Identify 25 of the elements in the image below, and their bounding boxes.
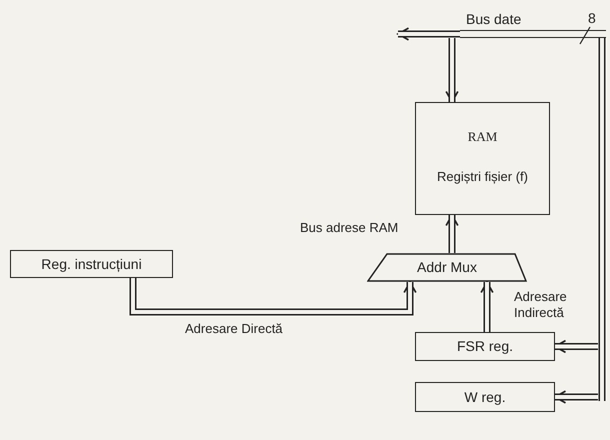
register-box <box>10 250 173 278</box>
bus-arrow <box>554 390 598 404</box>
bus-trunk <box>598 38 606 401</box>
register-box <box>415 382 555 412</box>
bus-label: Bus date <box>466 10 522 29</box>
bus-arrow <box>397 27 460 41</box>
mux-trapezoid <box>367 253 527 282</box>
bus-arrow <box>445 214 459 253</box>
memory-title: RAM <box>468 128 498 146</box>
edge-label: Adresare Directă <box>185 321 283 337</box>
node-label: FSR reg. <box>456 337 513 356</box>
bus-arrow <box>480 281 494 332</box>
edge-label: Adresare Indirectă <box>514 289 568 321</box>
bus-arrow <box>554 340 598 354</box>
bus-width-label: 8 <box>588 9 596 28</box>
node-label: Reg. instrucțiuni <box>41 254 142 274</box>
edge-label: Bus adrese RAM <box>300 220 398 236</box>
register-box <box>415 332 555 361</box>
node-label: Regiștri fișier (f) <box>436 168 528 186</box>
bus-arrow <box>130 278 417 316</box>
bus-arrow <box>445 38 459 103</box>
node-label: W reg. <box>464 388 506 407</box>
data-bus <box>460 30 606 38</box>
register-box <box>415 102 550 215</box>
node-label: Addr Mux <box>417 258 477 277</box>
